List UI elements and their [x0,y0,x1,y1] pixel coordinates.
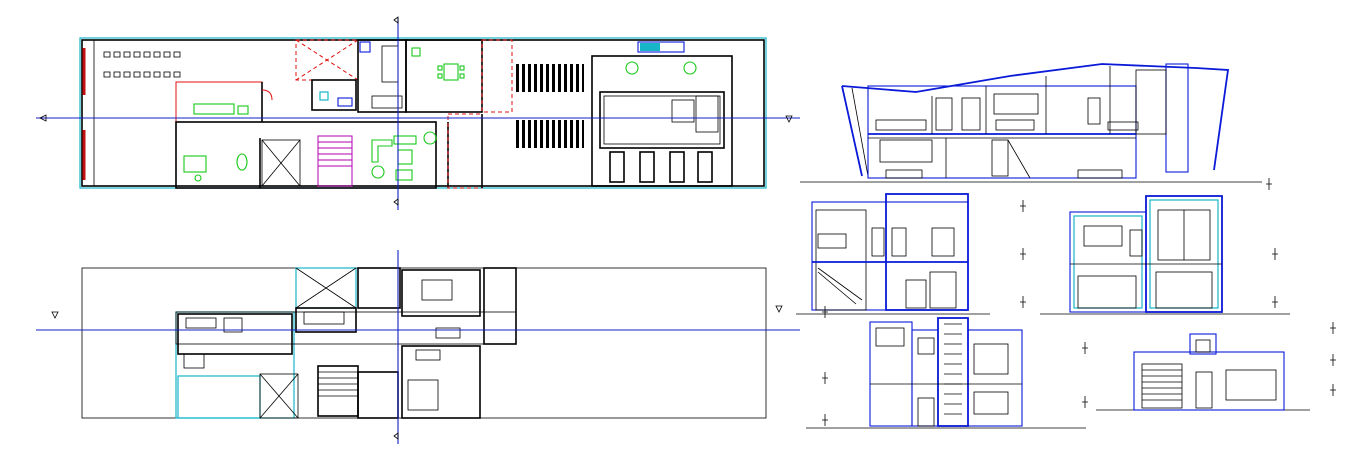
parking-marks-left [103,51,181,78]
parking-stripes [514,64,584,148]
longitudinal-section [800,63,1272,190]
section-arrow-icon [785,115,793,123]
level-marker-icon [1020,296,1026,308]
level-marker-icon [1330,384,1336,396]
level-marker-icon [1266,178,1272,190]
level-marker-icon [822,372,828,384]
rear-elevation [1040,195,1290,315]
side-elevation [806,317,1086,429]
section-arrow-icon [393,16,399,24]
level-marker-icon [1082,342,1088,354]
section-arrow-icon [393,198,399,206]
cross-section [796,193,1026,318]
section-arrow-icon [51,311,59,319]
level-marker-icon [1330,322,1336,334]
level-marker-icon [1082,396,1088,408]
level-marker-icon [1330,354,1336,366]
level-marker-icon [822,414,828,426]
section-arrow-icon [39,114,47,122]
ground-floor-plan [36,16,800,210]
first-floor-plan [36,250,800,444]
level-marker-icon [1020,248,1026,260]
front-elevation [1082,322,1336,411]
level-marker-icon [822,306,828,318]
section-arrow-icon [775,305,783,313]
section-arrow-icon [393,432,399,440]
level-marker-icon [1020,200,1026,212]
level-marker-icon [1272,296,1278,308]
level-marker-icon [1272,248,1278,260]
